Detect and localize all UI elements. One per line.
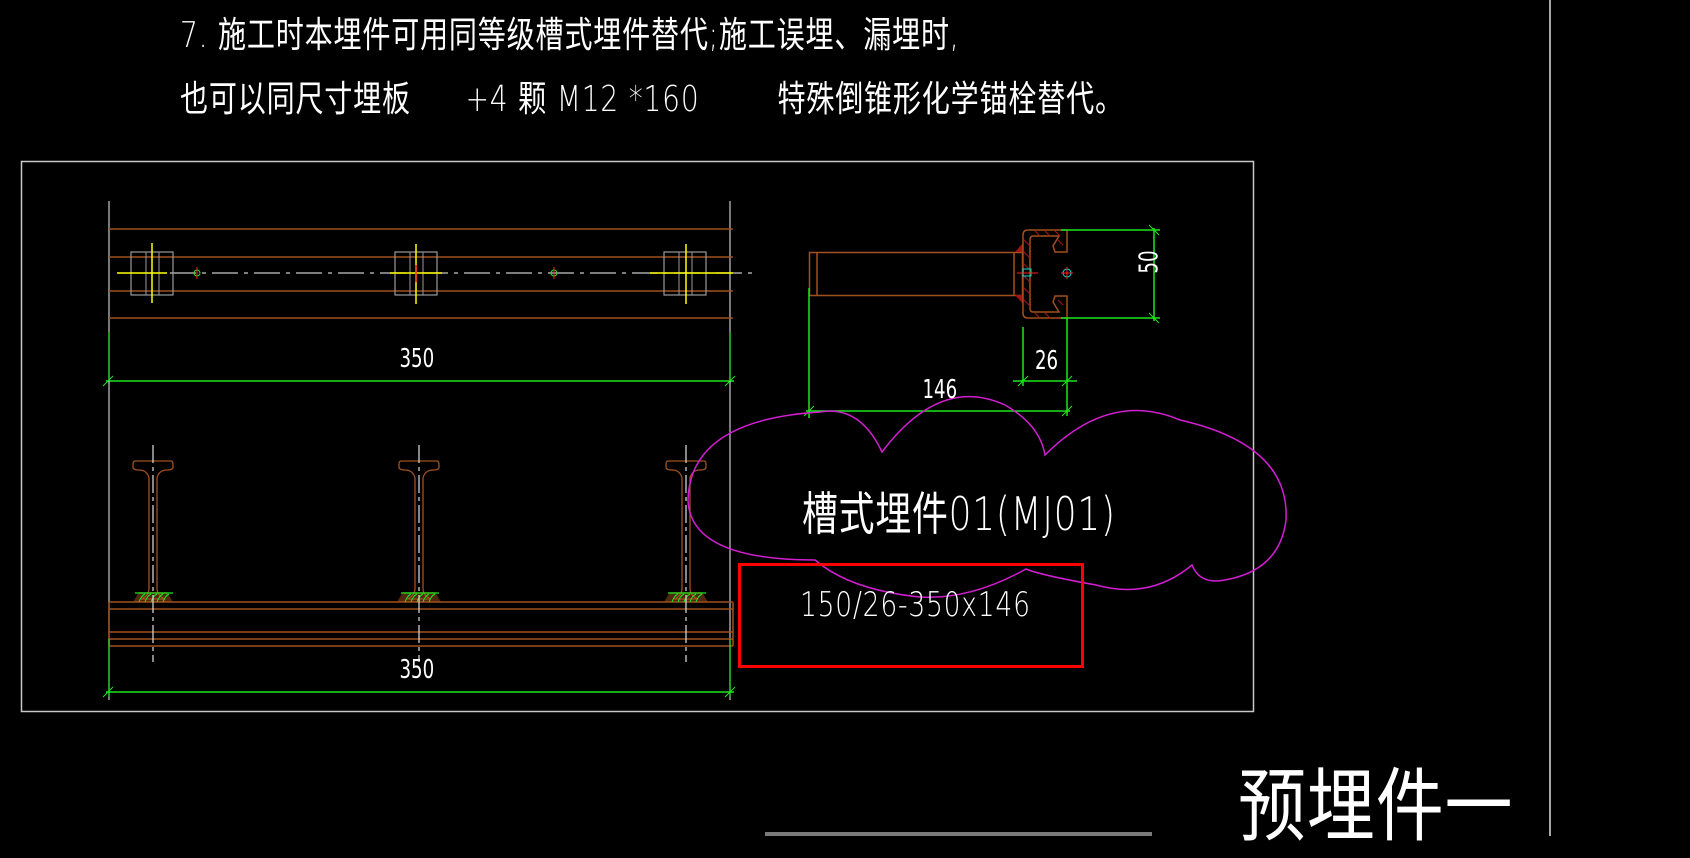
elevation-view <box>102 381 736 700</box>
note-part-2: +4 颗 M12 *160 <box>465 79 700 120</box>
highlight-box[interactable] <box>738 563 1084 668</box>
construction-note-line-2: 也可以同尺寸埋板 +4 颗 M12 *160 特殊倒锥形化学锚栓替代。 <box>180 70 1124 122</box>
note-part-3: 特殊倒锥形化学锚栓替代。 <box>777 79 1124 120</box>
horizontal-scrollbar[interactable] <box>765 832 1152 836</box>
note-part-1: 也可以同尺寸埋板 <box>180 79 411 120</box>
dim-height-50: 50 <box>1134 250 1165 274</box>
embedded-part-label: 槽式埋件01(MJ01) <box>802 487 1116 541</box>
construction-note-line-1: 7. 施工时本埋件可用同等级槽式埋件替代;施工误埋、漏埋时, <box>180 15 960 56</box>
anchor-head-1 <box>117 243 174 303</box>
embedded-part-spec: 150/26-350x146 <box>800 585 1031 625</box>
cad-drawing-canvas[interactable] <box>0 0 1690 836</box>
t-anchor-1 <box>132 445 174 662</box>
dim-elevation-350: 350 <box>399 655 435 685</box>
t-anchor-3 <box>664 445 708 662</box>
plan-view <box>102 201 756 387</box>
t-anchor-2 <box>397 445 441 662</box>
anchor-head-2 <box>390 244 442 304</box>
revision-cloud[interactable] <box>687 395 1287 599</box>
dim-length-146: 146 <box>922 375 958 405</box>
section-title: 预埋件一 <box>1238 760 1514 853</box>
side-section-view <box>803 224 1160 418</box>
detail-frame <box>20 160 1255 713</box>
anchor-head-3 <box>650 244 733 304</box>
dim-channel-26: 26 <box>1034 346 1059 376</box>
dim-plan-350: 350 <box>399 344 435 374</box>
